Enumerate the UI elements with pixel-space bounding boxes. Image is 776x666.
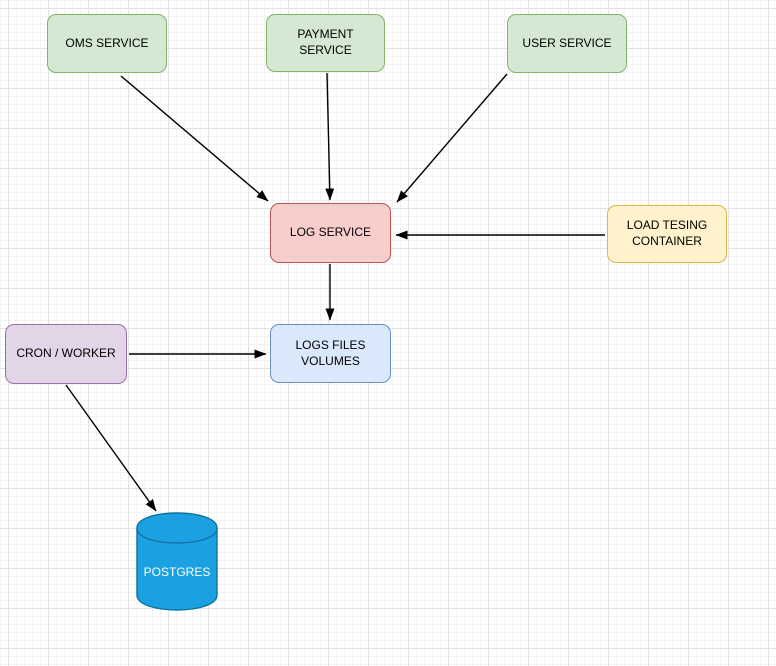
node-logs-files-volumes[interactable]: LOGS FILES VOLUMES (270, 324, 391, 383)
node-log-service-label: LOG SERVICE (289, 225, 372, 240)
postgres-cylinder-top-arc (136, 527, 218, 544)
postgres-label: POSTGRES (144, 565, 211, 579)
node-oms-service[interactable]: OMS SERVICE (47, 14, 167, 73)
node-postgres[interactable]: POSTGRES (136, 512, 218, 611)
arrow-oms-to-log-service[interactable] (120, 75, 269, 202)
node-load-testing-container[interactable]: LOAD TESING CONTAINER (607, 205, 727, 263)
node-payment-service-label: PAYMENT SERVICE (297, 27, 354, 57)
node-payment-service[interactable]: PAYMENT SERVICE (266, 14, 385, 72)
node-oms-service-label: OMS SERVICE (65, 35, 149, 50)
arrow-payment-to-log-service[interactable] (325, 72, 335, 201)
node-cron-worker-label: CRON / WORKER (16, 346, 116, 361)
node-user-service-label: USER SERVICE (522, 35, 612, 50)
node-load-testing-container-label: LOAD TESING CONTAINER (626, 218, 708, 248)
arrow-cron-to-postgres[interactable] (65, 384, 157, 512)
postgres-cylinder-body[interactable] (136, 512, 218, 611)
node-log-service[interactable]: LOG SERVICE (270, 203, 391, 263)
node-user-service[interactable]: USER SERVICE (507, 14, 627, 73)
node-cron-worker[interactable]: CRON / WORKER (5, 324, 127, 384)
arrow-user-to-log-service[interactable] (396, 73, 508, 203)
node-logs-files-volumes-label: LOGS FILES VOLUMES (295, 337, 366, 368)
